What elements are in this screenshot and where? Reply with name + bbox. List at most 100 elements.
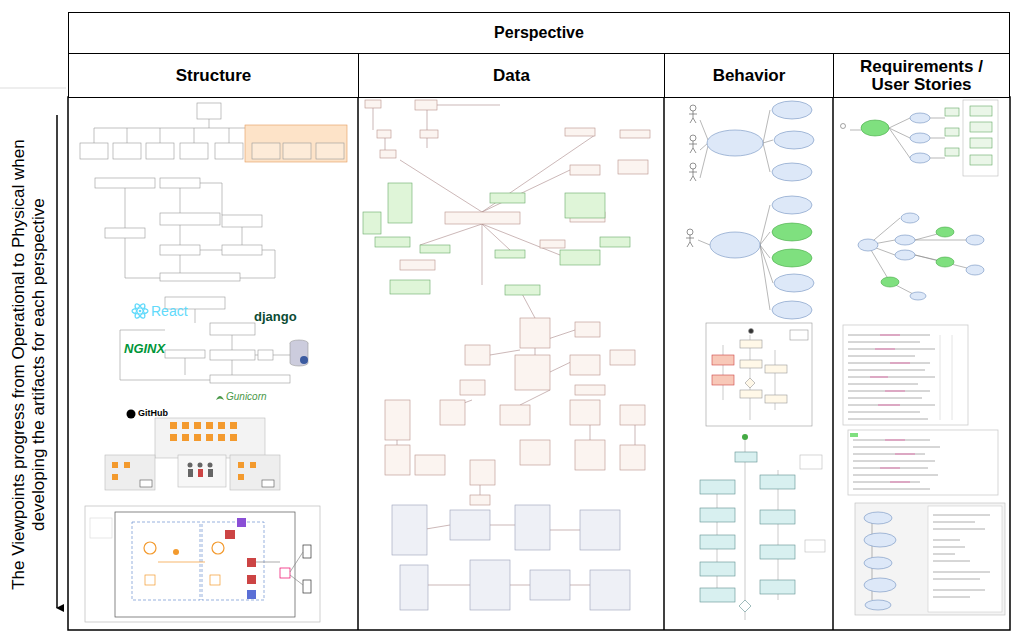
requirements-tree-thumbnail-part <box>858 239 878 251</box>
green-entity-boxes-part <box>565 193 605 218</box>
story-detail-thumbnail <box>855 503 1005 615</box>
requirements-tree-thumbnail-part <box>901 213 919 223</box>
physical-data-model-thumbnail-part <box>580 510 620 550</box>
requirements-tree-thumbnail <box>858 213 984 300</box>
ci-pipeline-thumbnail-part-part <box>208 469 213 477</box>
logo-text: django <box>254 309 297 324</box>
sequence-flow-thumbnail-part <box>700 588 735 602</box>
deployment-thumbnail-part <box>210 350 255 360</box>
logo-icons-part-part <box>133 303 146 320</box>
cloud-architecture-thumbnail <box>85 506 320 622</box>
requirements-usecase-thumbnail-part-part <box>945 128 959 136</box>
axis-label: The Viewpoints progress from Operational… <box>9 99 48 629</box>
sequence-flow-thumbnail-part <box>700 535 735 549</box>
actor-figures-part <box>690 163 696 169</box>
physical-data-model-thumbnail-part <box>470 560 510 610</box>
ci-pipeline-thumbnail-part-part <box>112 462 118 468</box>
block-diagram-thumbnail-part <box>160 245 200 255</box>
class-diagram-thumbnail-part <box>575 385 605 395</box>
story-detail-thumbnail-part <box>928 506 1002 612</box>
backlog-table-thumbnail-part <box>853 440 940 489</box>
class-diagram-thumbnail-part <box>400 260 435 270</box>
class-diagram-thumbnail-part <box>460 380 485 395</box>
org-chart-thumbnail-part <box>316 143 344 159</box>
logo-text: GitHub <box>138 408 168 418</box>
activity-diagram-thumbnail-part <box>740 360 762 368</box>
divider-line <box>0 88 66 89</box>
logo-icons <box>127 303 225 419</box>
sequence-flow-thumbnail-part <box>800 455 822 469</box>
cloud-architecture-thumbnail-part <box>247 590 256 599</box>
sequence-flow-thumbnail-part <box>700 480 735 494</box>
backlog-table-thumbnail-part <box>880 440 915 482</box>
requirements-tree-thumbnail-part <box>966 265 984 275</box>
sequence-flow-thumbnail-part <box>735 452 757 462</box>
activity-diagram-thumbnail-part <box>765 395 787 403</box>
ci-pipeline-thumbnail-part-part <box>194 422 201 429</box>
ci-pipeline-thumbnail-part-part <box>170 422 177 429</box>
block-diagram-thumbnail-part <box>95 178 155 188</box>
actor-figures-part <box>686 235 694 247</box>
backlog-table-thumbnail-part <box>848 430 998 495</box>
column-header: Structure <box>68 53 359 98</box>
block-diagram-thumbnail <box>95 178 275 281</box>
class-diagram-thumbnail-part <box>377 130 391 138</box>
backlog-table-thumbnail-part <box>870 335 910 405</box>
block-diagram-thumbnail-part <box>160 178 200 188</box>
class-diagram-thumbnail-part <box>618 160 648 174</box>
requirements-tree-thumbnail-part <box>966 235 984 245</box>
requirements-tree-thumbnail-part <box>868 218 975 295</box>
ci-pipeline-thumbnail-part <box>105 455 155 490</box>
sequence-flow-thumbnail-part <box>700 508 735 522</box>
cloud-architecture-thumbnail-part <box>132 522 200 600</box>
ci-pipeline-thumbnail <box>105 418 280 490</box>
ci-pipeline-thumbnail-part <box>178 455 226 487</box>
ci-pipeline-thumbnail-part <box>112 462 256 480</box>
cloud-architecture-thumbnail-part <box>247 558 256 567</box>
deployment-thumbnail-part <box>258 350 273 360</box>
requirements-usecase-thumbnail-part <box>841 124 846 129</box>
use-case-thumbnail-part <box>772 223 812 241</box>
class-diagram-thumbnail-part <box>575 322 600 337</box>
use-case-thumbnail-part <box>774 274 814 292</box>
use-case-thumbnail-part <box>772 101 812 119</box>
cloud-architecture-thumbnail-part <box>202 522 264 600</box>
requirements-usecase-thumbnail-part <box>850 118 945 158</box>
logo-text: React <box>151 303 188 319</box>
deployment-thumbnail-part <box>290 343 308 366</box>
green-entity-boxes-part <box>390 280 430 294</box>
green-entity-boxes-part <box>600 237 630 247</box>
ci-pipeline-thumbnail-part-part <box>218 434 225 441</box>
block-diagram-thumbnail-part <box>160 213 220 225</box>
ci-pipeline-thumbnail-part-part <box>188 469 193 477</box>
ci-pipeline-thumbnail-part-part <box>238 474 244 480</box>
use-case-thumbnail-part <box>710 232 760 258</box>
ci-pipeline-thumbnail-part-part <box>124 462 130 468</box>
class-diagram-thumbnail-part <box>570 400 600 425</box>
class-diagram-thumbnail-part <box>620 445 645 470</box>
ci-pipeline-thumbnail-part-part <box>198 463 203 468</box>
actor-figures-part <box>689 169 697 181</box>
block-diagram-thumbnail-part <box>105 183 275 278</box>
block-diagram-thumbnail-part <box>160 273 240 281</box>
class-diagram-thumbnail-part <box>515 355 550 390</box>
green-entity-boxes-part <box>363 212 381 234</box>
class-diagram-thumbnail-part <box>385 400 410 440</box>
header-text: Behavior <box>713 67 786 85</box>
org-chart-thumbnail-part <box>180 143 208 159</box>
requirements-usecase-thumbnail-part-part <box>970 155 992 165</box>
class-diagram-thumbnail-part <box>520 440 550 465</box>
activity-diagram-thumbnail-part <box>712 355 734 365</box>
cloud-architecture-thumbnail-part <box>303 545 311 558</box>
logo-icons-part <box>127 410 136 419</box>
backlog-table-thumbnail-part <box>843 325 968 425</box>
ci-pipeline-thumbnail-part-part <box>250 462 256 468</box>
block-diagram-thumbnail-part <box>222 245 262 255</box>
cloud-architecture-thumbnail-part <box>115 512 295 617</box>
org-chart-thumbnail-part <box>113 143 141 159</box>
requirements-usecase-thumbnail-part <box>910 113 930 123</box>
org-chart-thumbnail-part <box>252 143 280 159</box>
logo-icons-part <box>132 303 148 320</box>
requirements-usecase-thumbnail-part-part <box>970 138 992 148</box>
